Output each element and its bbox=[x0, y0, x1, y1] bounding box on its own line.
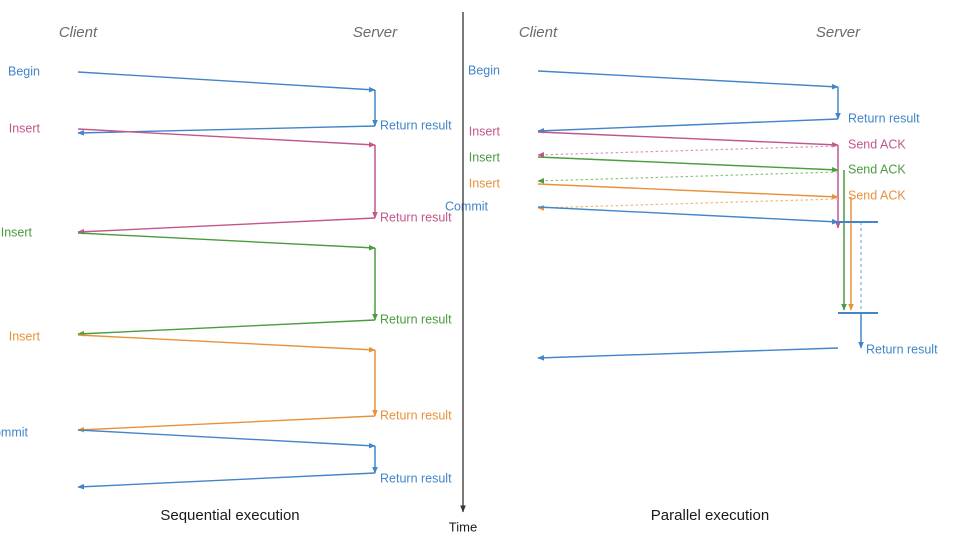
message-label-insert1-ack: Send ACK bbox=[848, 137, 906, 151]
message-label-insert2-request: Insert bbox=[1, 225, 33, 239]
time-axis-label: Time bbox=[449, 519, 477, 534]
panel-caption-parallel: Parallel execution bbox=[651, 507, 769, 524]
message-arrow-insert3-request[interactable] bbox=[77, 334, 376, 353]
message-label-insert3-return: Return result bbox=[380, 408, 452, 422]
message-arrow-commit-return[interactable] bbox=[537, 347, 839, 361]
message-arrow-begin-request[interactable] bbox=[537, 70, 839, 90]
message-label-commit-return: Return result bbox=[866, 342, 938, 356]
lane-header-client: Client bbox=[519, 24, 558, 41]
lane-header-server: Server bbox=[353, 24, 398, 41]
message-arrow-commit-request[interactable] bbox=[77, 429, 376, 449]
message-arrow-insert1-ack[interactable] bbox=[537, 145, 839, 158]
message-label-insert3-request: Insert bbox=[469, 176, 501, 190]
message-arrow-insert2-request[interactable] bbox=[77, 232, 376, 251]
message-arrow-insert3-request[interactable] bbox=[537, 183, 839, 200]
message-arrow-insert3-ack[interactable] bbox=[537, 198, 839, 211]
panel-caption-sequential: Sequential execution bbox=[160, 507, 299, 524]
message-label-insert3-ack: Send ACK bbox=[848, 188, 906, 202]
message-arrow-insert3-return[interactable] bbox=[77, 415, 376, 433]
message-label-insert2-return: Return result bbox=[380, 312, 452, 326]
message-arrow-insert2-return[interactable] bbox=[77, 319, 376, 337]
message-label-insert1-return: Return result bbox=[380, 210, 452, 224]
message-arrow-insert2-ack[interactable] bbox=[537, 171, 839, 184]
message-label-insert2-ack: Send ACK bbox=[848, 162, 906, 176]
message-arrow-insert2-request[interactable] bbox=[537, 156, 839, 173]
message-arrow-commit-request[interactable] bbox=[537, 206, 839, 225]
message-label-begin-request: Begin bbox=[468, 63, 500, 77]
lane-header-client: Client bbox=[59, 24, 98, 41]
message-label-begin-return: Return result bbox=[380, 118, 452, 132]
message-arrow-begin-return[interactable] bbox=[537, 118, 839, 134]
lane-header-server: Server bbox=[816, 24, 861, 41]
message-arrow-commit-return[interactable] bbox=[77, 472, 376, 490]
message-arrow-begin-request[interactable] bbox=[77, 71, 376, 93]
message-label-insert1-request: Insert bbox=[9, 121, 41, 135]
message-arrow-insert1-return[interactable] bbox=[77, 217, 376, 235]
message-arrow-insert1-request[interactable] bbox=[537, 131, 839, 148]
message-label-commit-return: Return result bbox=[380, 471, 452, 485]
message-label-begin-return: Return result bbox=[848, 111, 920, 125]
message-label-insert2-request: Insert bbox=[469, 150, 501, 164]
message-label-commit-request: Commit bbox=[445, 199, 489, 213]
message-arrow-insert1-request[interactable] bbox=[77, 128, 376, 148]
time-axis: Time bbox=[449, 12, 477, 534]
message-label-begin-request: Begin bbox=[8, 64, 40, 78]
message-label-insert1-request: Insert bbox=[469, 124, 501, 138]
message-label-commit-request: Commit bbox=[0, 425, 29, 439]
message-label-insert3-request: Insert bbox=[9, 329, 41, 343]
